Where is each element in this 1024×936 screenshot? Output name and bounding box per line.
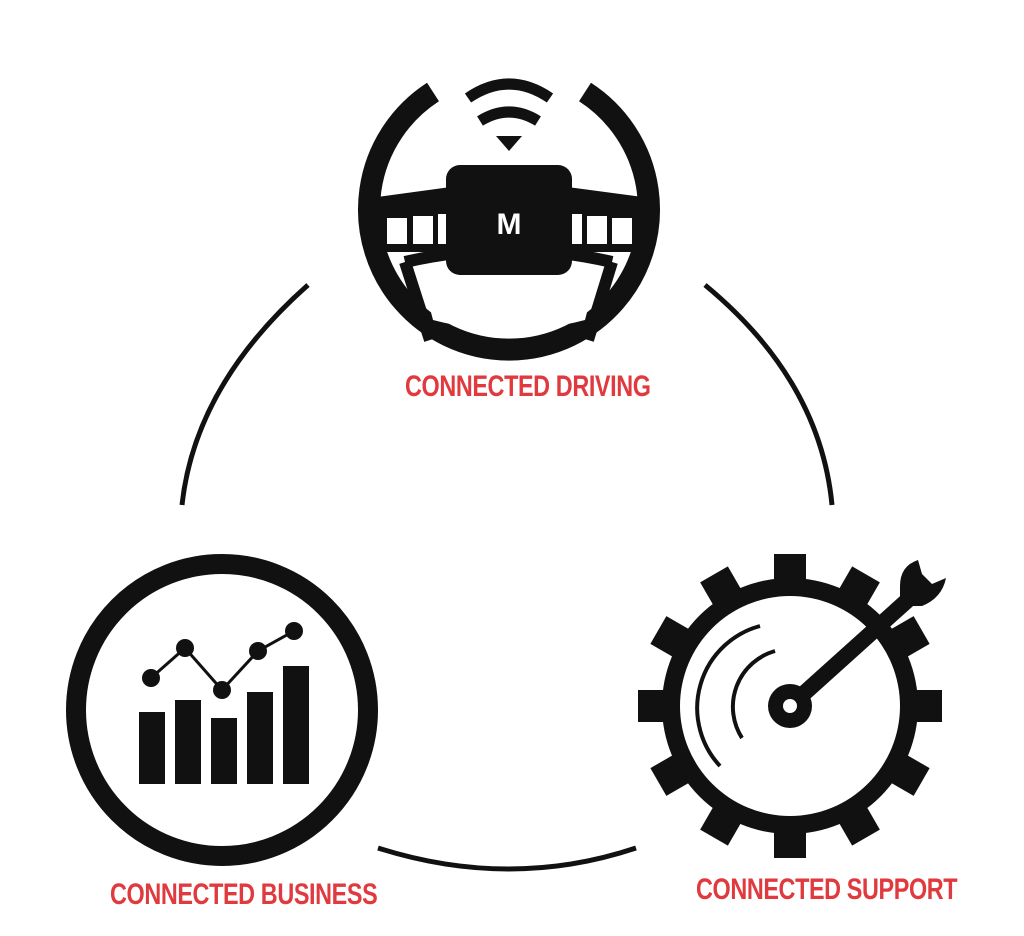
label-connected-business: CONNECTED BUSINESS [110, 878, 378, 911]
label-connected-driving: CONNECTED DRIVING [405, 370, 651, 403]
steering-wheel-icon: M [358, 78, 660, 361]
connector-arc-bottom [377, 845, 637, 872]
gear-wrench-icon [638, 554, 946, 858]
connector-arc-right [703, 283, 835, 506]
bar-chart-icon [66, 554, 378, 866]
steering-wheel-badge: M [497, 208, 522, 241]
connector-arc-left [179, 283, 310, 506]
label-connected-support: CONNECTED SUPPORT [696, 873, 958, 906]
